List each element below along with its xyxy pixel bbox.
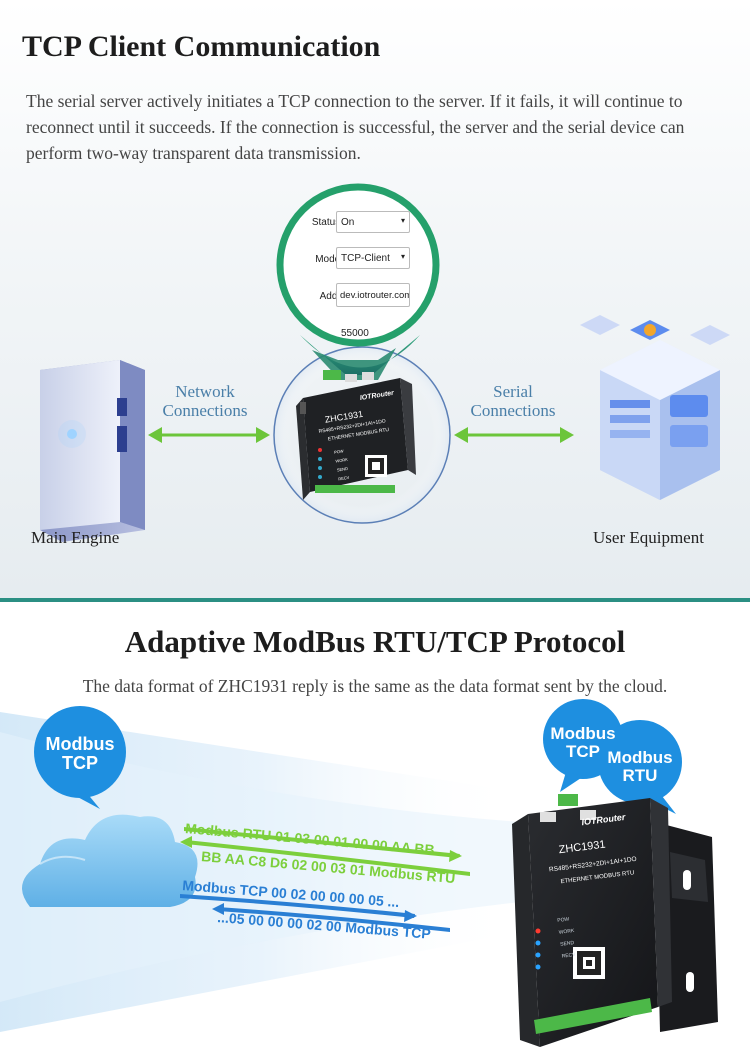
arrow-tcp-right — [180, 894, 415, 918]
status-label: Status: — [311, 217, 343, 228]
chevron-down-icon: ▾ — [400, 216, 405, 225]
device-bubble-rtu-label: Modbus RTU — [607, 748, 673, 785]
arrow-rtu-left — [186, 840, 470, 876]
led-label: RECV — [337, 474, 350, 482]
arrow-rtu-right — [184, 827, 460, 858]
status-select[interactable]: On ▾ — [336, 211, 410, 233]
mode-select[interactable]: TCP-Client ▾ — [336, 247, 410, 269]
mode-label: Mode: — [315, 254, 343, 265]
section-title: Adaptive ModBus RTU/TCP Protocol — [124, 624, 626, 659]
stream-arrows — [180, 827, 470, 932]
section-title: TCP Client Communication — [22, 30, 381, 63]
tcp-client-section: TCP Client Communication The serial serv… — [0, 0, 750, 600]
device-bubble-tcp-label: Modbus TCP — [550, 724, 616, 761]
port-value: 55000 — [341, 328, 369, 339]
device-large — [512, 794, 718, 1047]
device-small — [296, 370, 416, 500]
main-engine-illustration — [40, 360, 145, 542]
modbus-protocol-section: Adaptive ModBus RTU/TCP Protocol The dat… — [0, 602, 750, 1050]
communication-diagram: Status: On ▾ Mode: TCP-Client ▾ Add : de… — [0, 170, 750, 590]
protocol-graphics — [0, 699, 718, 1047]
add-label: Add : — [319, 291, 343, 302]
network-connections-label: Network Connections — [162, 382, 248, 420]
section-description: The data format of ZHC1931 reply is the … — [82, 676, 668, 696]
network-arrow — [148, 427, 270, 443]
chevron-down-icon: ▾ — [400, 252, 405, 261]
cloud-illustration — [22, 814, 198, 907]
arrow-tcp-left — [218, 907, 450, 932]
address-input[interactable]: dev.iotrouter.com — [336, 283, 410, 307]
main-engine-label: Main Engine — [31, 528, 120, 547]
user-equipment-label: User Equipment — [593, 528, 704, 547]
cloud-bubble — [34, 706, 126, 809]
serial-connections-label: Serial Connections — [470, 382, 556, 420]
serial-arrow — [454, 427, 574, 443]
cloud-bubble-label: Modbus TCP — [45, 734, 115, 773]
section-description: The serial server actively initiates a T… — [26, 91, 685, 163]
diagram-graphics — [40, 183, 730, 542]
section-divider — [0, 598, 750, 602]
user-equipment-illustration — [580, 315, 730, 500]
